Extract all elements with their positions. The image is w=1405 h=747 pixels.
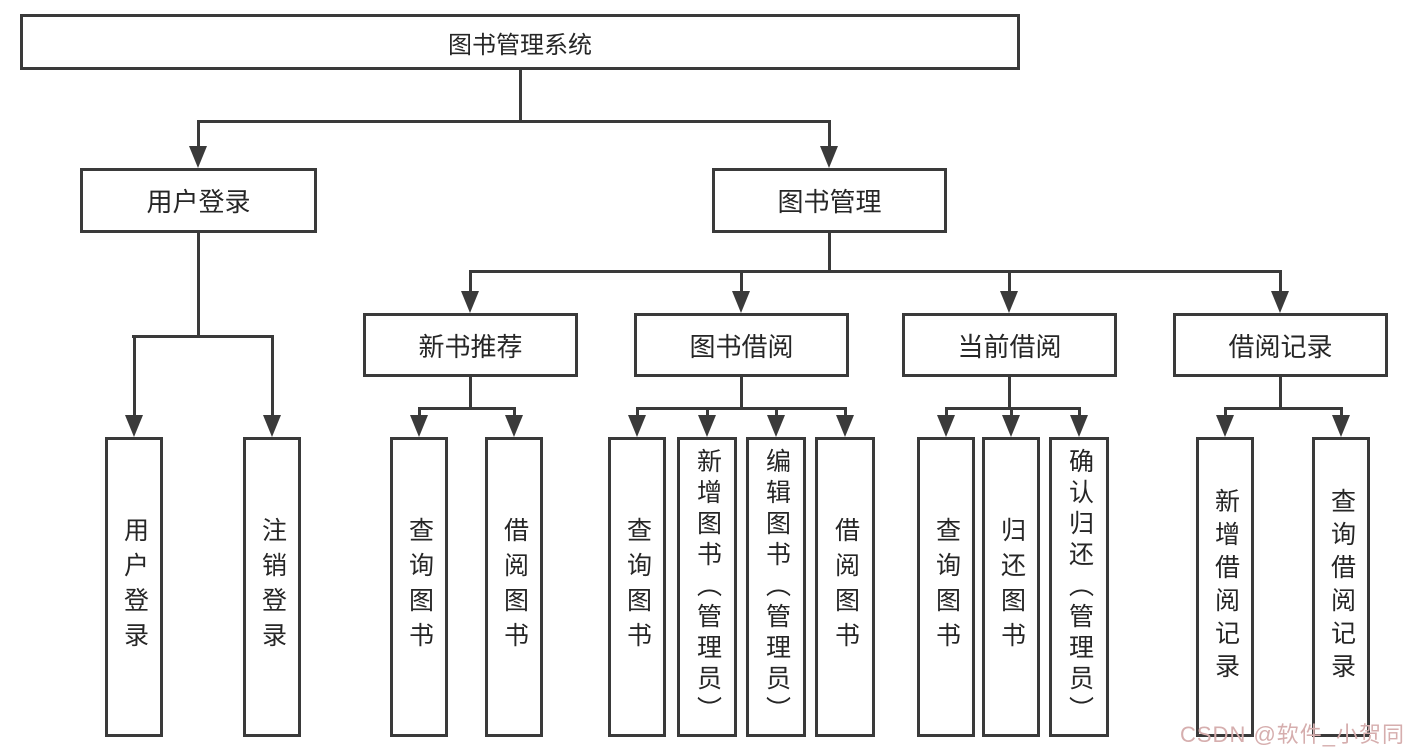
- node-label: 新书推荐: [418, 331, 523, 362]
- arrow-down-icon: [820, 146, 838, 168]
- leaf-label: 确认归还（管理员）: [1065, 447, 1094, 727]
- connector-book-management-bar: [469, 270, 1282, 273]
- arrow-down-icon: [505, 415, 523, 437]
- connector-to-current: [1008, 270, 1011, 293]
- leaf-label: 新增借阅记录: [1211, 488, 1240, 686]
- leaf-label: 注销登录: [258, 517, 287, 657]
- connector-bar: [636, 407, 847, 410]
- leaf-label: 归还图书: [997, 517, 1026, 657]
- connector-root-bar: [197, 120, 831, 123]
- connector-book-management-stem: [828, 233, 831, 273]
- arrow-down-icon: [410, 415, 428, 437]
- arrow-down-icon: [125, 415, 143, 437]
- leaf-add-borrow-record: 新增借阅记录: [1196, 437, 1254, 737]
- arrow-down-icon: [628, 415, 646, 437]
- connector-stem: [1008, 377, 1011, 410]
- connector-root-stem: [519, 70, 522, 120]
- connector-stem: [1279, 377, 1282, 410]
- leaf-query-borrow-record: 查询借阅记录: [1312, 437, 1370, 737]
- connector-to-borrowing: [740, 270, 743, 293]
- leaf-confirm-return-admin: 确认归还（管理员）: [1049, 437, 1109, 737]
- connector-to-leaf: [636, 407, 639, 417]
- leaf-label: 查询图书: [623, 517, 652, 657]
- connector-stem: [469, 377, 472, 410]
- leaf-query-books: 查询图书: [390, 437, 448, 737]
- leaf-label: 借阅图书: [831, 517, 860, 657]
- node-label: 借阅记录: [1228, 331, 1333, 362]
- connector-to-book-management: [828, 120, 831, 148]
- node-label: 用户登录: [146, 187, 251, 217]
- connector-to-leaf: [418, 407, 421, 417]
- arrow-down-icon: [698, 415, 716, 437]
- connector-bar: [1224, 407, 1342, 410]
- connector-to-user-login: [197, 120, 200, 148]
- node-borrowing-records: 借阅记录: [1173, 313, 1388, 377]
- leaf-user-login: 用户登录: [105, 437, 163, 737]
- connector-user-login-bar: [132, 335, 274, 338]
- connector-to-leaf: [1340, 407, 1343, 417]
- node-label: 当前借阅: [957, 331, 1062, 362]
- connector-to-leaf: [513, 407, 516, 417]
- leaf-borrow-books: 借阅图书: [815, 437, 875, 737]
- leaf-label: 查询图书: [405, 517, 434, 657]
- leaf-label: 新增图书（管理员）: [693, 447, 722, 727]
- leaf-borrow-books: 借阅图书: [485, 437, 543, 737]
- leaf-return-books: 归还图书: [982, 437, 1040, 737]
- leaf-query-books: 查询图书: [608, 437, 666, 737]
- csdn-watermark: CSDN @软件_小贺同学: [1180, 722, 1405, 747]
- leaf-query-books: 查询图书: [917, 437, 975, 737]
- arrow-down-icon: [1271, 291, 1289, 313]
- leaf-label: 查询借阅记录: [1327, 488, 1356, 686]
- connector-to-leaf: [271, 335, 274, 417]
- node-user-login: 用户登录: [80, 168, 317, 233]
- arrow-down-icon: [767, 415, 785, 437]
- node-library-management-system: 图书管理系统: [20, 14, 1020, 70]
- leaf-label: 编辑图书（管理员）: [762, 447, 791, 727]
- connector-to-new-book: [469, 270, 472, 293]
- connector-stem: [740, 377, 743, 410]
- connector-user-login-stem: [197, 233, 200, 335]
- node-new-book-recommend: 新书推荐: [363, 313, 578, 377]
- connector-to-leaf: [1224, 407, 1227, 417]
- connector-to-leaf: [1078, 407, 1081, 417]
- arrow-down-icon: [836, 415, 854, 437]
- arrow-down-icon: [461, 291, 479, 313]
- connector-bar: [418, 407, 516, 410]
- arrow-down-icon: [937, 415, 955, 437]
- arrow-down-icon: [1332, 415, 1350, 437]
- leaf-label: 借阅图书: [500, 517, 529, 657]
- connector-to-leaf: [1010, 407, 1013, 417]
- connector-to-records: [1279, 270, 1282, 293]
- connector-bar: [945, 407, 1081, 410]
- arrow-down-icon: [1002, 415, 1020, 437]
- connector-to-leaf: [133, 335, 136, 417]
- leaf-label: 查询图书: [932, 517, 961, 657]
- arrow-down-icon: [189, 146, 207, 168]
- arrow-down-icon: [1216, 415, 1234, 437]
- arrow-down-icon: [732, 291, 750, 313]
- connector-to-leaf: [945, 407, 948, 417]
- leaf-add-books-admin: 新增图书（管理员）: [677, 437, 737, 737]
- connector-to-leaf: [775, 407, 778, 417]
- leaf-label: 用户登录: [120, 517, 149, 657]
- node-book-borrowing: 图书借阅: [634, 313, 849, 377]
- connector-to-leaf: [706, 407, 709, 417]
- node-label: 图书管理: [777, 187, 882, 217]
- node-label: 图书借阅: [689, 331, 794, 362]
- node-current-borrowing: 当前借阅: [902, 313, 1117, 377]
- arrow-down-icon: [263, 415, 281, 437]
- connector-to-leaf: [844, 407, 847, 417]
- leaf-edit-books-admin: 编辑图书（管理员）: [746, 437, 806, 737]
- arrow-down-icon: [1000, 291, 1018, 313]
- arrow-down-icon: [1070, 415, 1088, 437]
- node-book-management: 图书管理: [712, 168, 947, 233]
- node-label: 图书管理系统: [448, 31, 592, 59]
- leaf-logout: 注销登录: [243, 437, 301, 737]
